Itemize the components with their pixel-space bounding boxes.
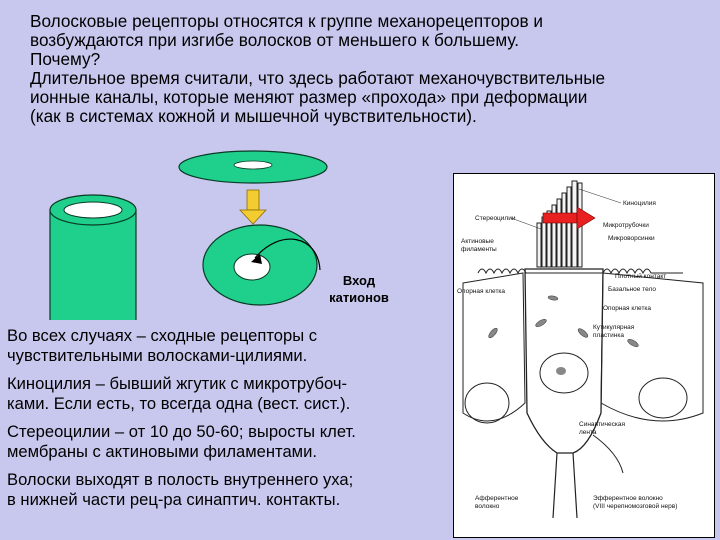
channel-ring-open: [202, 224, 321, 306]
hair-cell-nucleus: [539, 352, 589, 394]
intro-text: Волосковые рецепторы относятся к группе …: [30, 12, 710, 126]
label-efferent: (VIII черепномозговой нерв): [593, 502, 677, 510]
efferent-fiber: [592, 434, 624, 474]
bullet-line: ками. Если есть, то всегда одна (вест. с…: [7, 393, 351, 413]
label-basal-body: Базальное тело: [608, 286, 656, 293]
afferent-fiber: [552, 452, 578, 519]
intro-line: (как в системах кожной и мышечной чувств…: [30, 106, 477, 126]
label-supporting-right: Опорная клетка: [603, 305, 651, 312]
hair-cell-figure: Стереоцилии Актиновые филаменты Киноцили…: [453, 173, 715, 538]
channel-cylinder: [49, 194, 137, 320]
label-actin: Актиновые: [461, 238, 494, 245]
bending-arrow: [542, 206, 596, 230]
bullet-line: Киноцилия – бывший жгутик с микротрубоч-: [7, 374, 347, 393]
bullet-paragraph: Волоски выходят в полость внутреннего ух…: [7, 470, 447, 509]
bullet-line: в нижней части рец-ра синаптич. контакты…: [7, 489, 341, 509]
label-microtubules: Микротрубочки: [603, 221, 649, 229]
figure-labels: Стереоцилии Актиновые филаменты Киноцили…: [457, 188, 677, 510]
ion-channel-diagram: [49, 150, 328, 320]
bullet-line: мембраны с актиновыми филаментами.: [7, 441, 317, 461]
label-cuticular: Кутикулярная: [593, 324, 635, 331]
bullet-line: Волоски выходят в полость внутреннего ух…: [7, 470, 354, 489]
bullet-paragraph: Киноцилия – бывший жгутик с микротрубоч-…: [7, 374, 447, 413]
label-synaptic: лента: [579, 429, 597, 436]
label-synaptic: Синаптическая: [579, 421, 626, 428]
label-supporting-left: Опорная клетка: [457, 288, 505, 295]
label-afferent: Афферентное: [475, 495, 519, 502]
bullet-line: чувствительными волосками-цилиями.: [7, 345, 308, 365]
intro-line: возбуждаются при изгибе волосков от мень…: [30, 30, 519, 50]
cation-label-line: Вход: [342, 273, 376, 288]
label-cuticular: пластинка: [593, 332, 624, 339]
mitochondria: [488, 295, 639, 347]
label-efferent: Эфферентное волокно: [593, 495, 663, 502]
intro-line: Длительное время считали, что здесь рабо…: [30, 68, 606, 88]
supporting-nucleus-left: [464, 382, 510, 424]
channel-ring-closed: [178, 150, 328, 184]
label-stereocilia: Стереоцилии: [475, 215, 516, 222]
cation-label-line: катионов: [329, 290, 389, 305]
label-kinocilium: Киноцилия: [623, 200, 656, 207]
label-tight-junction: Плотный контакт: [615, 272, 666, 280]
bullet-line: Стереоцилии – от 10 до 50-60; выросты кл…: [7, 422, 356, 441]
supporting-nucleus-right: [638, 377, 688, 419]
intro-line: Почему?: [30, 49, 101, 69]
intro-line: ионные каналы, которые меняют размер «пр…: [30, 87, 588, 107]
intro-line: Волосковые рецепторы относятся к группе …: [30, 11, 544, 31]
cation-entry-label: Вход катионов: [318, 272, 400, 306]
label-actin: филаменты: [461, 246, 497, 253]
supporting-cell-right: [600, 272, 704, 422]
nucleolus: [556, 367, 566, 375]
bullet-paragraph: Стереоцилии – от 10 до 50-60; выросты кл…: [7, 422, 447, 461]
label-microvilli: Микроворсинки: [608, 235, 655, 242]
supporting-cell-left: [462, 272, 526, 422]
label-afferent: волокно: [475, 503, 500, 510]
deformation-arrow: [239, 189, 267, 225]
bullet-line: Во всех случаях – сходные рецепторы с: [7, 326, 318, 345]
